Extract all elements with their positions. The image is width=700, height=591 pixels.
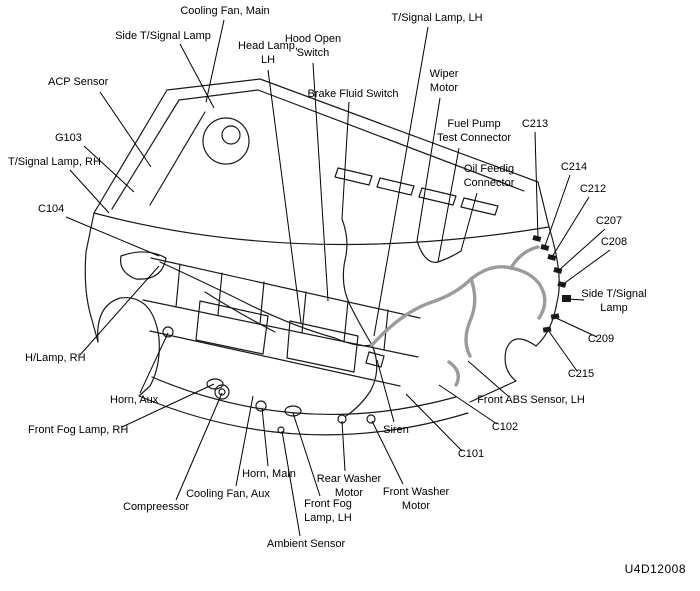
leader-front-fog-lamp-rh — [121, 383, 215, 428]
label-compreessor: Compreessor — [123, 501, 190, 513]
leader-c215 — [547, 329, 578, 372]
label-side-t-signal-lamp-right: Side T/Signal Lamp — [581, 288, 647, 314]
label-c101: C101 — [457, 448, 485, 460]
label-cooling-fan-main: Cooling Fan, Main — [180, 5, 270, 17]
label-front-fog-lamp-rh: Front Fog Lamp, RH — [28, 424, 129, 436]
leader-front-fog-lamp-lh — [292, 412, 321, 497]
leader-horn-aux — [139, 332, 169, 394]
leader-rear-washer-motor — [341, 420, 346, 472]
label-front-fog-lamp-lh: Front Fog Lamp, LH — [304, 498, 352, 524]
label-front-washer-motor: Front Washer Motor — [382, 486, 450, 512]
leader-acp-sensor — [99, 91, 152, 168]
label-t-signal-lamp-rh: T/Signal Lamp, RH — [8, 156, 101, 168]
leader-front-washer-motor — [371, 420, 404, 485]
leader-c214 — [544, 174, 571, 247]
label-oil-feedig-connector: Oil Feedig Connector — [463, 163, 515, 189]
label-horn-main: Horn, Main — [242, 468, 296, 480]
leader-hood-open-switch — [312, 62, 329, 302]
leader-cooling-fan-aux — [235, 395, 254, 487]
leader-compreessor — [175, 392, 223, 501]
label-c214: C214 — [560, 161, 588, 173]
leader-lines — [65, 19, 611, 537]
label-fuel-pump-test-connector: Fuel Pump Test Connector — [437, 118, 511, 144]
leader-c104 — [65, 216, 160, 257]
wiring-harness — [370, 245, 547, 387]
label-c208: C208 — [600, 236, 628, 248]
label-wiper-motor: Wiper Motor — [429, 68, 459, 94]
label-head-lamp-lh: Head Lamp, LH — [238, 40, 298, 66]
label-c102: C102 — [491, 421, 519, 433]
label-c212: C212 — [579, 183, 607, 195]
leader-head-lamp-lh — [267, 69, 302, 324]
label-c209: C209 — [587, 333, 615, 345]
label-side-t-signal-lamp-top: Side T/Signal Lamp — [115, 30, 211, 42]
label-h-lamp-rh: H/Lamp, RH — [25, 352, 86, 364]
label-c215: C215 — [567, 368, 595, 380]
label-siren: Siren — [383, 424, 409, 436]
leader-c209 — [555, 317, 598, 338]
vehicle-body-outline — [84, 78, 560, 436]
component-shapes — [162, 326, 385, 434]
leader-brake-fluid-switch — [341, 101, 350, 220]
label-hood-open-switch: Hood Open Switch — [284, 33, 342, 59]
label-brake-fluid-switch: Brake Fluid Switch — [307, 88, 399, 100]
label-cooling-fan-aux: Cooling Fan, Aux — [186, 488, 270, 500]
leader-side-t-signal-lamp-top — [179, 43, 215, 109]
leader-wiper-motor — [416, 97, 441, 242]
label-rear-washer-motor: Rear Washer Motor — [316, 473, 382, 499]
label-g103: G103 — [55, 132, 82, 144]
leader-c213 — [534, 131, 539, 240]
leader-c102 — [438, 384, 498, 425]
leader-cooling-fan-main — [205, 19, 225, 103]
leader-ambient-sensor — [281, 430, 301, 537]
leader-c207 — [557, 228, 606, 272]
diagram-code: U4D12008 — [624, 562, 686, 576]
leader-siren — [376, 359, 395, 423]
label-acp-sensor: ACP Sensor — [48, 76, 109, 88]
leader-horn-main — [261, 407, 269, 467]
label-front-abs-sensor-lh: Front ABS Sensor, LH — [477, 394, 585, 406]
leader-t-signal-lamp-lh — [373, 26, 429, 337]
label-t-signal-lamp-lh: T/Signal Lamp, LH — [391, 12, 483, 24]
leader-c212 — [551, 196, 590, 258]
leader-c208 — [561, 249, 611, 286]
leader-side-t-signal-lamp-right — [566, 298, 585, 301]
leader-h-lamp-rh — [79, 265, 160, 356]
label-ambient-sensor: Ambient Sensor — [266, 538, 346, 550]
label-c207: C207 — [595, 215, 623, 227]
leader-oil-feedig-connector — [460, 192, 478, 252]
leader-c101 — [405, 393, 463, 452]
leader-fuel-pump-test-connector — [437, 147, 460, 263]
leader-front-abs-sensor-lh — [467, 360, 509, 397]
label-c213: C213 — [521, 118, 549, 130]
leader-g103 — [83, 145, 135, 193]
label-c104: C104 — [38, 203, 65, 215]
label-horn-aux: Horn, Aux — [110, 394, 159, 406]
leader-t-signal-lamp-rh — [69, 169, 110, 214]
